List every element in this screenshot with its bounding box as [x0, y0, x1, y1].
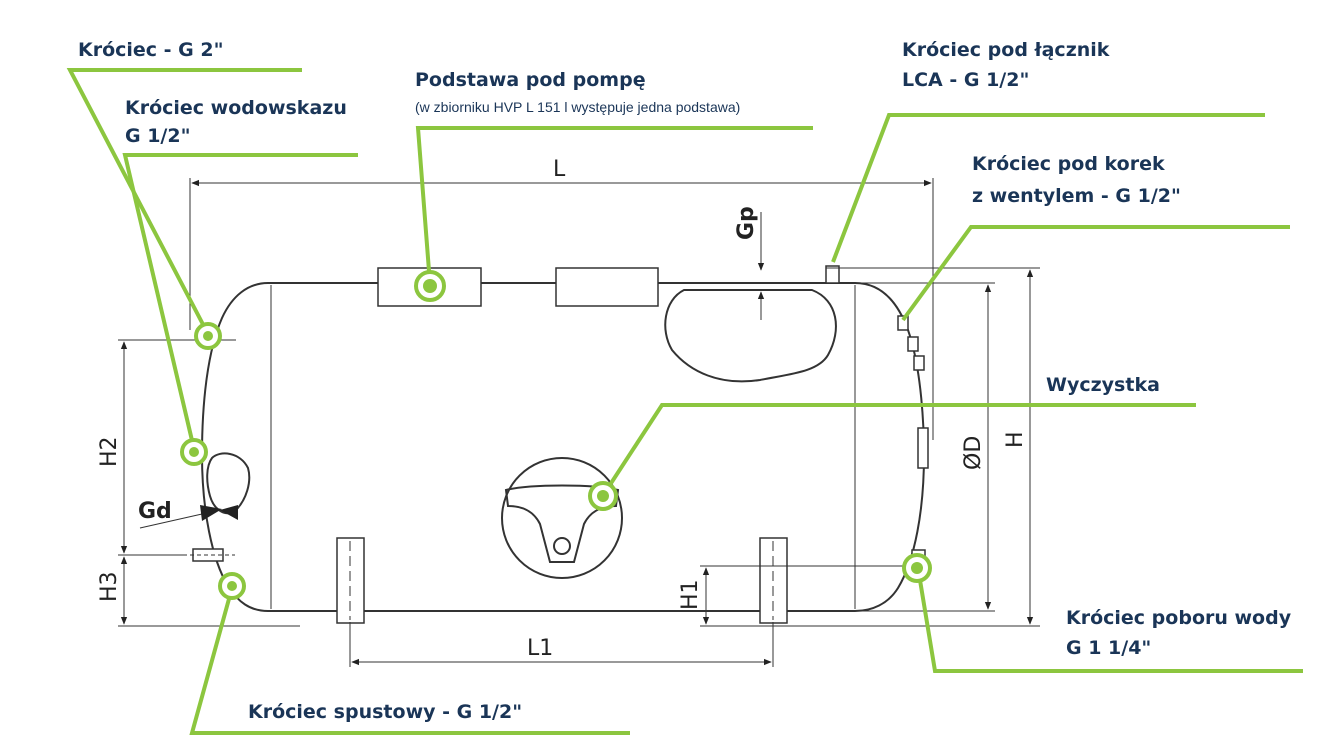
marker-krociec-g2-dot — [203, 331, 213, 341]
leader-podstawa — [415, 126, 813, 285]
callout-poboru-line2: G 1 1/4" — [1066, 637, 1151, 659]
top-hatch-shape — [664, 289, 837, 383]
label-h3: H3 — [97, 571, 122, 602]
tank-body — [183, 265, 929, 624]
leader-poboru — [916, 567, 1303, 673]
callout-lca-line1: Króciec pod łącznik — [902, 39, 1110, 61]
callout-podstawa-note: (w zbiorniku HVP L 151 l występuje jedna… — [415, 99, 740, 115]
callout-poboru-line1: Króciec poboru wody — [1066, 607, 1292, 629]
pump-base-right — [555, 267, 659, 307]
callout-wodowskaz-line2: G 1/2" — [125, 125, 191, 147]
marker-spustowy-dot — [227, 581, 237, 591]
lca-connector — [825, 265, 840, 284]
callout-leaders — [66, 68, 1303, 735]
side-fitting-1 — [907, 336, 919, 352]
callout-korek-line2: z wentylem - G 1/2" — [972, 185, 1181, 207]
label-h2: H2 — [97, 436, 122, 467]
callout-markers — [180, 270, 932, 600]
cleanout-assembly — [501, 457, 623, 579]
callout-korek-line1: Króciec pod korek — [972, 153, 1165, 175]
cleanout-handle — [504, 484, 620, 563]
gd-line-left — [139, 513, 203, 529]
label-l: L — [553, 157, 566, 182]
gd-arrow-right — [220, 505, 238, 520]
label-l1: L1 — [527, 636, 553, 661]
marker-wodowskaz-dot — [189, 447, 199, 457]
marker-podstawa-dot — [423, 279, 437, 293]
cleanout-bolt — [553, 537, 571, 555]
callout-podstawa-title: Podstawa pod pompę — [415, 69, 646, 91]
cleanout-flange — [501, 457, 623, 579]
side-fitting-2 — [913, 355, 925, 371]
label-d: ØD — [961, 436, 986, 470]
leader-lca — [831, 113, 1265, 263]
dimensions — [118, 178, 1040, 667]
leader-spustowy — [189, 587, 630, 735]
valve-plug-fitting — [897, 315, 909, 331]
side-fitting-3 — [917, 427, 929, 469]
callout-krociec-g2: Króciec - G 2" — [78, 39, 224, 61]
marker-wyczystka-dot — [597, 490, 609, 502]
label-h: H — [1003, 431, 1028, 448]
leader-wodowskaz — [122, 153, 358, 450]
label-gd: Gd — [138, 499, 172, 524]
callout-wyczystka: Wyczystka — [1046, 374, 1160, 396]
callout-wodowskaz-line1: Króciec wodowskazu — [125, 97, 347, 119]
marker-poboru-dot — [911, 562, 923, 574]
left-gauge-shape — [206, 452, 251, 515]
leader-korek — [901, 225, 1290, 322]
label-gp: Gp — [734, 206, 759, 240]
label-h1: H1 — [678, 579, 703, 610]
leader-krociec-g2 — [66, 68, 302, 335]
gd-arrow-left — [200, 505, 222, 521]
callout-spustowy: Króciec spustowy - G 1/2" — [248, 701, 522, 723]
callout-lca-line2: LCA - G 1/2" — [902, 69, 1029, 91]
leader-wyczystka — [602, 403, 1196, 496]
